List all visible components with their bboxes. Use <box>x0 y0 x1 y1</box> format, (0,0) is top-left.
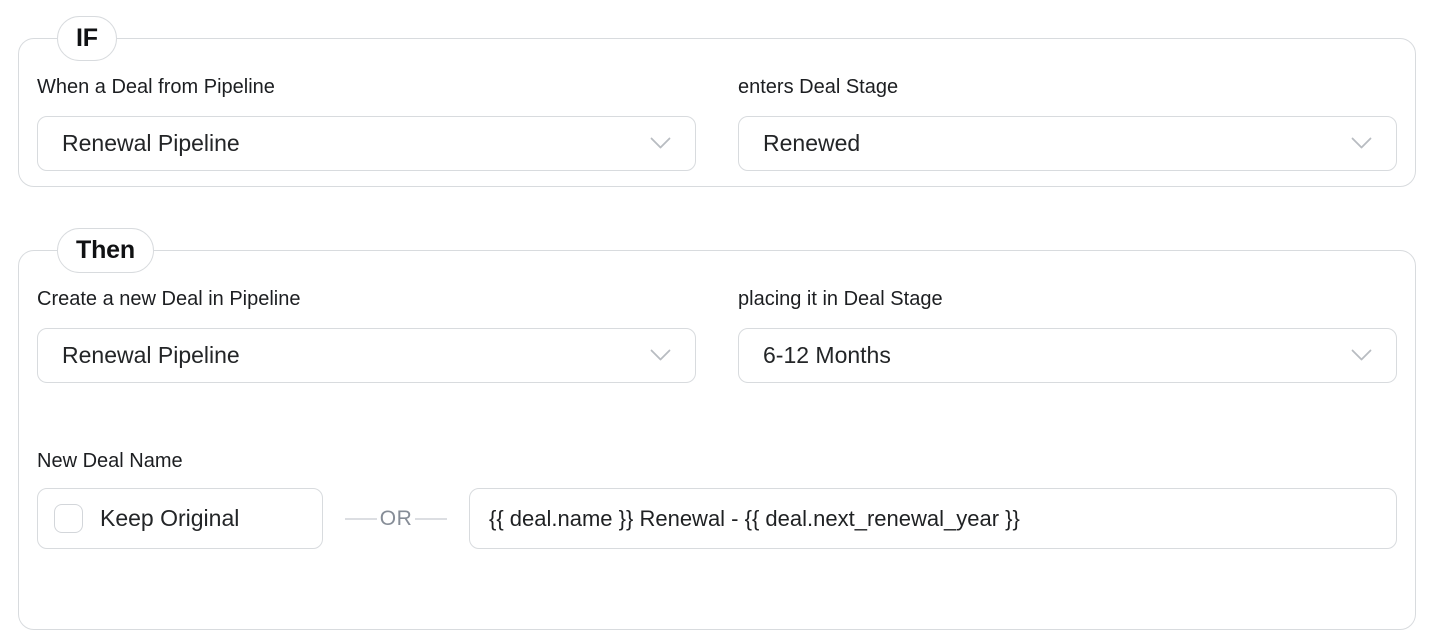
if-pipeline-label: When a Deal from Pipeline <box>37 76 275 98</box>
or-separator: OR <box>323 488 469 549</box>
separator-line <box>415 517 448 520</box>
then-badge: Then <box>57 228 154 274</box>
then-pipeline-label: Create a new Deal in Pipeline <box>37 288 301 310</box>
then-pipeline-select-value: Renewal Pipeline <box>62 342 240 368</box>
if-card: IF When a Deal from Pipeline Renewal Pip… <box>18 16 1416 187</box>
chevron-down-icon <box>650 137 671 149</box>
if-badge-label: IF <box>76 24 98 52</box>
chevron-down-icon <box>650 349 671 361</box>
new-deal-name-input[interactable] <box>469 488 1397 549</box>
then-stage-field: placing it in Deal Stage 6-12 Months <box>738 287 1397 383</box>
keep-original-option[interactable]: Keep Original <box>37 488 323 549</box>
new-deal-name-row: Keep Original OR <box>37 488 1397 549</box>
if-fields-row: When a Deal from Pipeline Renewal Pipeli… <box>19 39 1415 171</box>
then-stage-select[interactable]: 6-12 Months <box>738 328 1397 383</box>
then-pipeline-select[interactable]: Renewal Pipeline <box>37 328 696 383</box>
new-deal-name-label: New Deal Name <box>37 450 183 472</box>
if-pipeline-select[interactable]: Renewal Pipeline <box>37 116 696 171</box>
chevron-down-icon <box>1351 137 1372 149</box>
if-stage-field: enters Deal Stage Renewed <box>738 75 1397 171</box>
separator-line <box>344 517 377 520</box>
then-card: Then Create a new Deal in Pipeline Renew… <box>18 228 1416 630</box>
then-stage-label: placing it in Deal Stage <box>738 288 943 310</box>
if-pipeline-field: When a Deal from Pipeline Renewal Pipeli… <box>37 75 696 171</box>
or-separator-label: OR <box>379 506 413 530</box>
if-stage-select-value: Renewed <box>763 130 861 156</box>
keep-original-label: Keep Original <box>100 505 240 531</box>
then-stage-select-value: 6-12 Months <box>763 342 891 368</box>
then-pipeline-field: Create a new Deal in Pipeline Renewal Pi… <box>37 287 696 383</box>
if-stage-select[interactable]: Renewed <box>738 116 1397 171</box>
keep-original-checkbox[interactable] <box>54 504 83 533</box>
chevron-down-icon <box>1351 349 1372 361</box>
if-badge: IF <box>57 16 117 62</box>
if-pipeline-select-value: Renewal Pipeline <box>62 130 240 156</box>
then-fields-row: Create a new Deal in Pipeline Renewal Pi… <box>19 251 1415 383</box>
then-badge-label: Then <box>76 236 135 264</box>
if-stage-label: enters Deal Stage <box>738 76 899 98</box>
